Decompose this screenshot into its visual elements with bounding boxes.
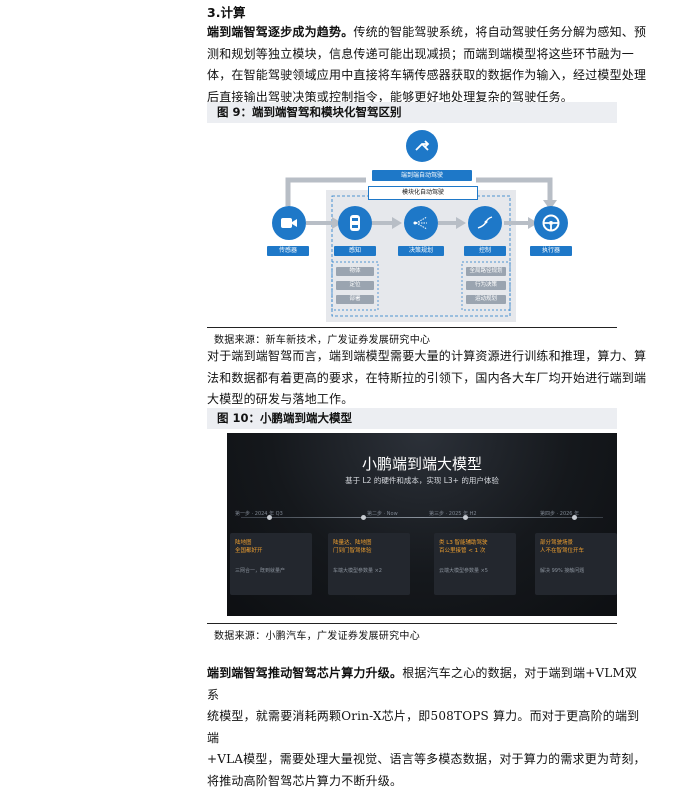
stage-card: 部分驾驶场景人不在智驾位开车 解决 99% 接触问题 [535, 533, 617, 595]
paragraph-lead: 端到端智驾逐步成为趋势。 [207, 25, 354, 39]
stage-title: 陆地图全国都好开 [235, 539, 263, 555]
paragraph-line: 测和规划等独立模块，信息传递可能出现减损；而端到端模型将这些环节融为一 [207, 46, 635, 61]
paragraph-chip-upgrade: 端到端智驾推动智驾芯片算力升级。根据汽车之心的数据，对于端到端+VLM双系 统模… [207, 663, 647, 792]
control-sub-item: 行为决策 [466, 281, 506, 290]
modular-label: 模块化自动驾驶 [368, 186, 478, 200]
camera-icon [272, 206, 306, 240]
car-icon [338, 206, 372, 240]
timeline-dot [267, 515, 272, 520]
stage-title-line: 门到门智驾体验 [333, 548, 372, 554]
stage-title-line: 陆地图 [235, 540, 252, 546]
timeline-dot [361, 515, 366, 520]
stage-desc: 三网合一，既到就量产 [235, 568, 286, 574]
stage-title-line: 百公里接管 < 1 次 [439, 548, 486, 554]
stage-title-line: 陆量达、陆地图 [333, 540, 372, 546]
arrow-head [456, 217, 466, 229]
stage-title: 类 L3 智能辅助驾驶百公里接管 < 1 次 [439, 539, 488, 555]
timeline-dot [572, 515, 577, 520]
stage-label: 第四步 · 2026 年 [540, 511, 580, 517]
trajectory-icon [468, 206, 502, 240]
stage-title-line: 部分驾驶场景 [540, 540, 574, 546]
planning-label: 决策规划 [398, 246, 444, 256]
paragraph-lead: 端到端智驾推动智驾芯片算力升级。 [207, 666, 403, 680]
steering-wheel-icon [534, 206, 568, 240]
stage-title-line: 类 L3 智能辅助驾驶 [439, 540, 488, 546]
paragraph-e2e-compute: 对于端到端智驾而言，端到端模型需要大量的计算资源进行训练和推理，算力、算 法和数… [207, 346, 647, 411]
slide-title: 小鹏端到端大模型 [361, 455, 482, 473]
stage-label: 第二步 · Now [367, 511, 398, 517]
figure-source: 数据来源：小鹏汽车，广发证券发展研究中心 [214, 631, 420, 642]
paragraph-intro: 端到端智驾逐步成为趋势。传统的智能驾驶系统，将自动驾驶任务分解为感知、预 测和规… [207, 22, 647, 108]
section-title: 3.计算 [207, 5, 246, 20]
perception-sub-item: 定位 [336, 281, 374, 290]
stage-title: 陆量达、陆地图门到门智驾体验 [333, 539, 372, 555]
arrow-head-exec [543, 200, 557, 210]
timeline-dot [463, 515, 468, 520]
paragraph-line: 法和数据都有着更高的要求，在特斯拉的引领下，国内各大车厂均开始进行端到端 [207, 370, 647, 385]
stage-label: 第三步 · 2025 年 H2 [429, 511, 477, 517]
perception-sub-box [331, 261, 379, 311]
arrow-head [392, 217, 402, 229]
stage-desc: 解决 99% 接触问题 [540, 568, 585, 574]
slide-subtitle: 基于 L2 的硬件和成本，实现 L3+ 的用户体验 [345, 476, 499, 485]
stage-card: 陆地图全国都好开 三网合一，既到就量产 [230, 533, 312, 595]
paragraph-line: 根据汽车之心的数据，对于端到端+VLM双系 [207, 666, 638, 702]
paragraph-line: 体，在智能驾驶领域应用中直接将车辆传感器获取的数据作为输入，经过模型处理 [207, 68, 647, 82]
arrow-head [332, 217, 342, 229]
stage-desc: 云端大模型参数量 ×5 [439, 568, 488, 574]
figure-source: 数据来源：新车新技术，广发证券发展研究中心 [214, 335, 431, 346]
e2e-vs-modular-diagram: 端到端自动驾驶 模块化自动驾驶 传感器 感知 物体 定位 部署 决策规划 控制 … [262, 128, 582, 328]
executor-label: 执行器 [530, 246, 572, 256]
paragraph-line: 大模型的研发与落地工作。 [207, 392, 354, 406]
control-label: 控制 [464, 246, 506, 256]
control-sub-item: 运动规划 [466, 295, 506, 304]
stage-desc: 车端大模型参数量 ×2 [333, 568, 382, 574]
stage-card: 陆量达、陆地图门到门智驾体验 车端大模型参数量 ×2 [328, 533, 410, 595]
control-sub-item: 全局路径规划 [466, 267, 506, 276]
perception-sub-item: 部署 [336, 295, 374, 304]
divider [207, 327, 617, 328]
stage-label: 第一步 · 2024 年 Q3 [235, 511, 283, 517]
paragraph-line: 对于端到端智驾而言，端到端模型需要大量的计算资源进行训练和推理，算力、算 [207, 349, 647, 363]
paragraph-line: 将推动高阶智驾芯片算力不断升级。 [207, 773, 403, 788]
paragraph-line: +VLA模型，需要处理大量视觉、语言等多模态数据，对于算力的需求更为苛刻， [207, 752, 646, 766]
arrow-head [528, 217, 538, 229]
figure-caption: 图 10：小鹏端到端大模型 [207, 408, 617, 429]
control-sub-box [461, 261, 511, 311]
e2e-label: 端到端自动驾驶 [372, 170, 472, 181]
stage-title: 部分驾驶场景人不在智驾位开车 [540, 539, 584, 555]
paragraph-line: 统模型，就需要消耗两颗Orin-X芯片，即508TOPS 算力。而对于更高阶的端… [207, 709, 640, 745]
e2e-route-icon [406, 130, 438, 162]
sensor-label: 传感器 [267, 246, 309, 256]
route-branch-icon [404, 206, 438, 240]
perception-sub-item: 物体 [336, 267, 374, 276]
figure-caption: 图 9：端到端智驾和模块化智驾区别 [207, 102, 617, 123]
divider [207, 623, 617, 624]
stage-title-line: 全国都好开 [235, 548, 263, 554]
stage-card: 类 L3 智能辅助驾驶百公里接管 < 1 次 云端大模型参数量 ×5 [434, 533, 516, 595]
stage-title-line: 人不在智驾位开车 [540, 548, 585, 554]
paragraph-line: 后直接输出驾驶决策或控制指令，能够更好地处理复杂的驾驶任务。 [207, 89, 574, 104]
timeline-line [241, 517, 603, 518]
perception-label: 感知 [334, 246, 376, 256]
paragraph-line: 传统的智能驾驶系统，将自动驾驶任务分解为感知、预 [353, 25, 647, 39]
modular-dashed-border [331, 195, 511, 317]
xpeng-e2e-model-slide: 小鹏端到端大模型 基于 L2 的硬件和成本，实现 L3+ 的用户体验 第一步 ·… [227, 433, 617, 616]
arrow-from-e2e [476, 177, 553, 200]
arrow-to-e2e [285, 177, 366, 206]
